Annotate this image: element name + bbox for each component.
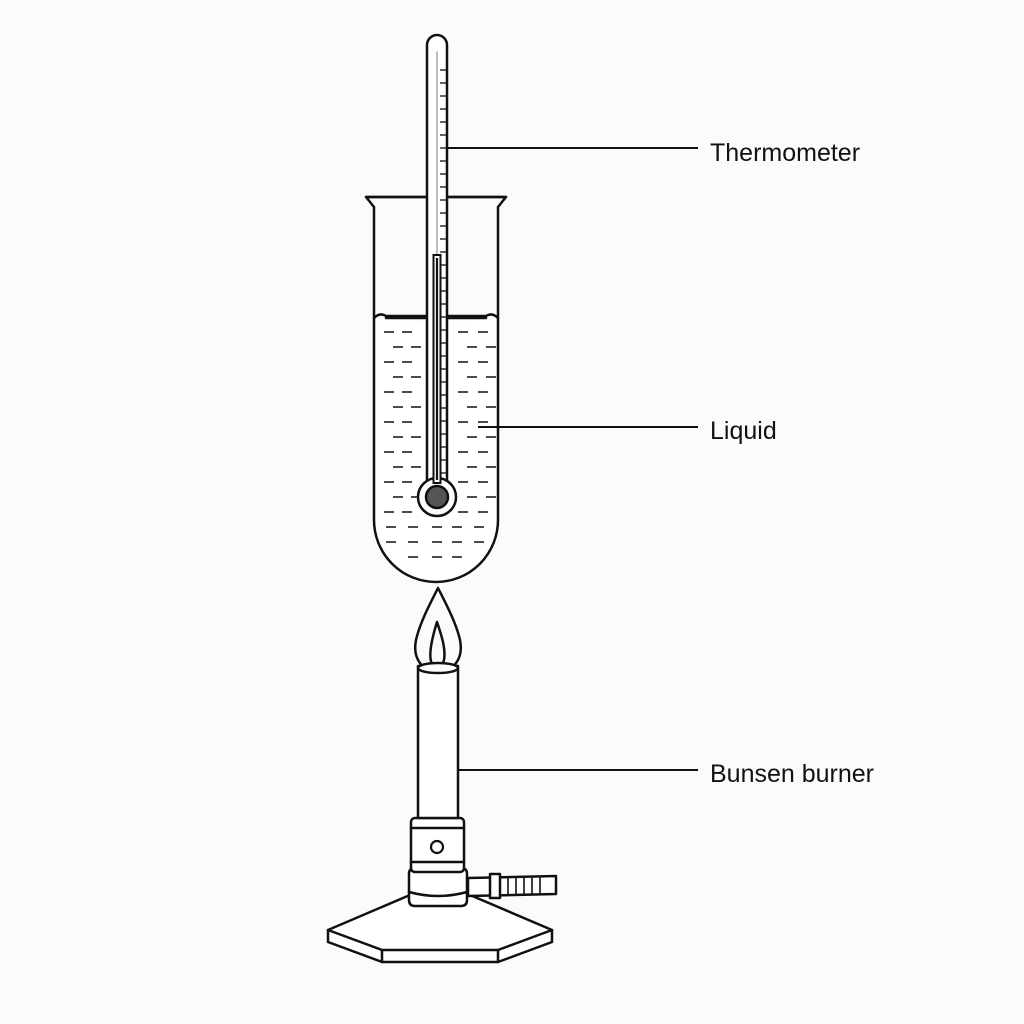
liquid: [384, 331, 496, 558]
bunsen-burner-label: Bunsen burner: [710, 760, 874, 788]
air-hole-icon: [429, 839, 445, 855]
flame-icon: [413, 586, 463, 674]
thermometer-label: Thermometer: [710, 139, 860, 167]
thermometer-scale: [440, 69, 446, 474]
liquid-label: Liquid: [710, 417, 777, 445]
thermometer: [416, 33, 458, 518]
thermometer-bulb: [424, 484, 450, 510]
bunsen-burner: [326, 661, 558, 964]
